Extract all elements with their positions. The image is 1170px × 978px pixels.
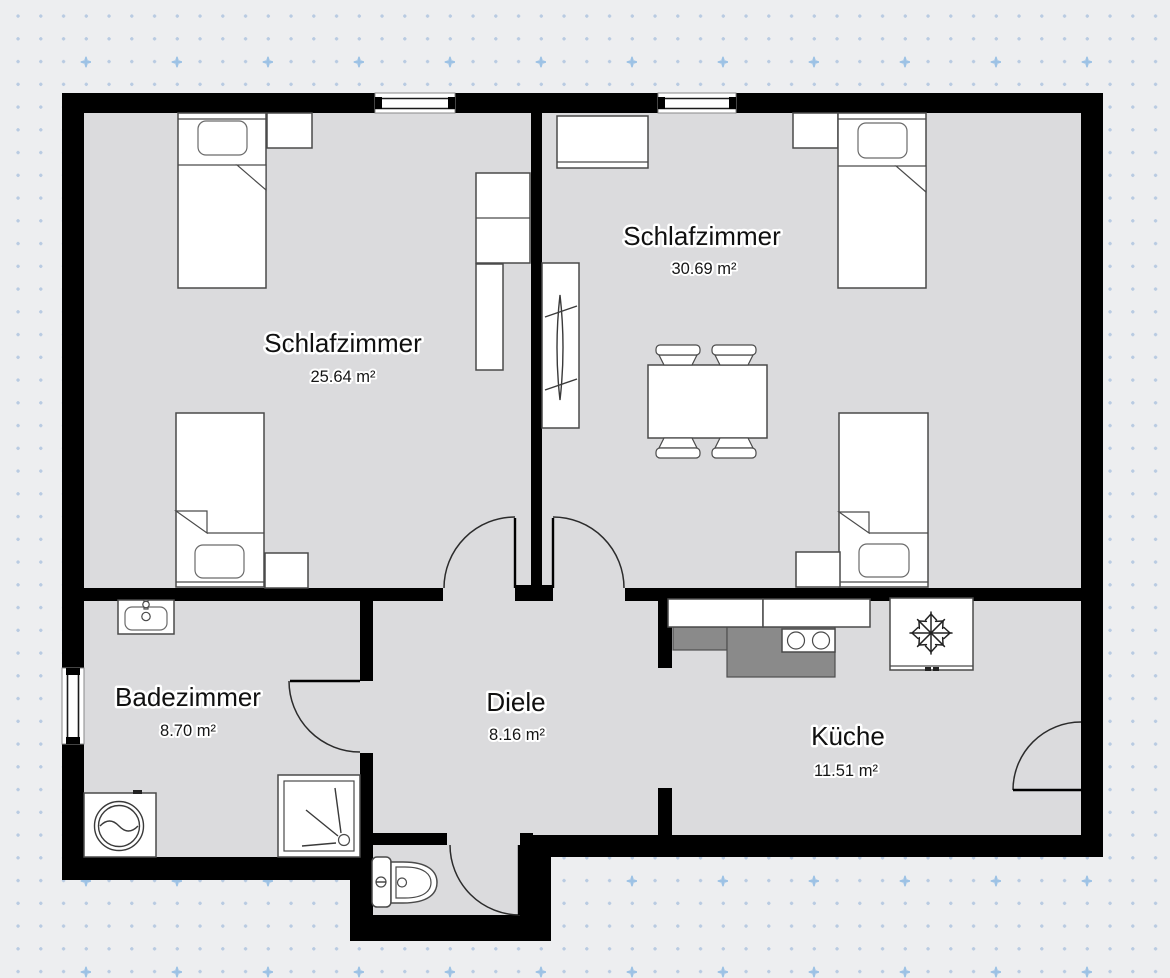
room-area: 8.16 m² <box>489 726 545 744</box>
door-bathroom[interactable] <box>288 679 361 753</box>
window-top-right[interactable] <box>657 92 737 114</box>
single-bed-top-left[interactable] <box>177 112 267 289</box>
nightstand[interactable] <box>792 112 839 149</box>
room-hallway[interactable] <box>373 601 672 835</box>
cabinet-narrow[interactable] <box>475 263 504 371</box>
wall-horizontal-left <box>84 588 443 601</box>
chair[interactable] <box>655 437 701 459</box>
room-label-bedroom-right: Schlafzimmer 30.69 m² <box>621 219 784 281</box>
window-bathroom[interactable] <box>61 667 85 745</box>
wall-bath-right-lower <box>360 753 373 857</box>
chair[interactable] <box>711 344 757 366</box>
room-label-hallway: Diele 8.16 m² <box>484 685 548 747</box>
room-area: 30.69 m² <box>671 260 737 278</box>
refrigerator[interactable] <box>889 597 974 671</box>
door-wc-niche[interactable] <box>449 844 521 916</box>
door-bedroom-right[interactable] <box>551 516 625 589</box>
wall-niche-top <box>373 833 447 845</box>
single-bed-bottom-left[interactable] <box>174 412 265 588</box>
room-label-kitchen: Küche 11.51 m² <box>809 719 888 783</box>
wall-kitchen-bottom <box>533 835 1103 857</box>
door-entry[interactable] <box>1012 721 1082 792</box>
room-bedroom-left[interactable] <box>84 113 531 588</box>
wall-niche-right-upper <box>520 833 533 857</box>
toilet[interactable] <box>371 856 438 908</box>
snowflake-icon <box>909 611 953 655</box>
room-name: Schlafzimmer <box>264 328 422 358</box>
room-name: Küche <box>811 721 885 751</box>
room-area: 8.70 m² <box>160 722 216 740</box>
window-top-left[interactable] <box>374 92 456 114</box>
room-label-bathroom: Badezimmer 8.70 m² <box>113 680 264 743</box>
chair[interactable] <box>711 437 757 459</box>
kitchen-counter[interactable] <box>667 598 871 628</box>
door-gap-bedroom-right <box>553 588 625 601</box>
room-floors <box>84 113 1103 915</box>
room-area: 25.64 m² <box>310 368 376 386</box>
nightstand[interactable] <box>795 551 841 588</box>
wall-top <box>62 93 1103 113</box>
nightstand[interactable] <box>264 552 309 589</box>
walls <box>62 93 1103 941</box>
nightstand[interactable] <box>266 112 313 149</box>
door-gap-bedroom-left <box>443 588 515 601</box>
wall-niche-right-lower <box>520 857 551 941</box>
wardrobe-top[interactable] <box>556 115 649 169</box>
room-label-bedroom-left: Schlafzimmer 25.64 m² <box>262 326 425 389</box>
room-area: 11.51 m² <box>814 762 878 780</box>
door-gap-bathroom <box>360 681 373 753</box>
wall-center-vertical <box>531 113 542 588</box>
cabinet-square[interactable] <box>475 172 531 264</box>
room-name: Schlafzimmer <box>623 221 781 251</box>
door-bedroom-left[interactable] <box>443 516 517 589</box>
dining-table[interactable] <box>647 364 768 439</box>
wall-t-foot <box>515 585 553 601</box>
wall-kitchen-stub-lower <box>658 788 672 835</box>
single-bed-top-right[interactable] <box>837 112 927 289</box>
single-bed-bottom-right[interactable] <box>837 412 929 588</box>
chair[interactable] <box>655 344 701 366</box>
wall-right <box>1081 93 1103 857</box>
bathroom-sink[interactable] <box>117 599 175 635</box>
wall-bath-bottom <box>62 857 373 880</box>
stove[interactable] <box>781 628 836 653</box>
room-bedroom-right[interactable] <box>542 113 1081 588</box>
wardrobe-with-rail[interactable] <box>541 262 580 429</box>
room-name: Badezimmer <box>115 682 261 712</box>
wall-bath-right-upper <box>360 601 373 681</box>
washing-machine[interactable] <box>83 790 157 858</box>
wall-left <box>62 93 84 880</box>
shower[interactable] <box>277 774 361 858</box>
room-name: Diele <box>486 687 545 717</box>
wall-niche-bottom <box>350 915 551 941</box>
